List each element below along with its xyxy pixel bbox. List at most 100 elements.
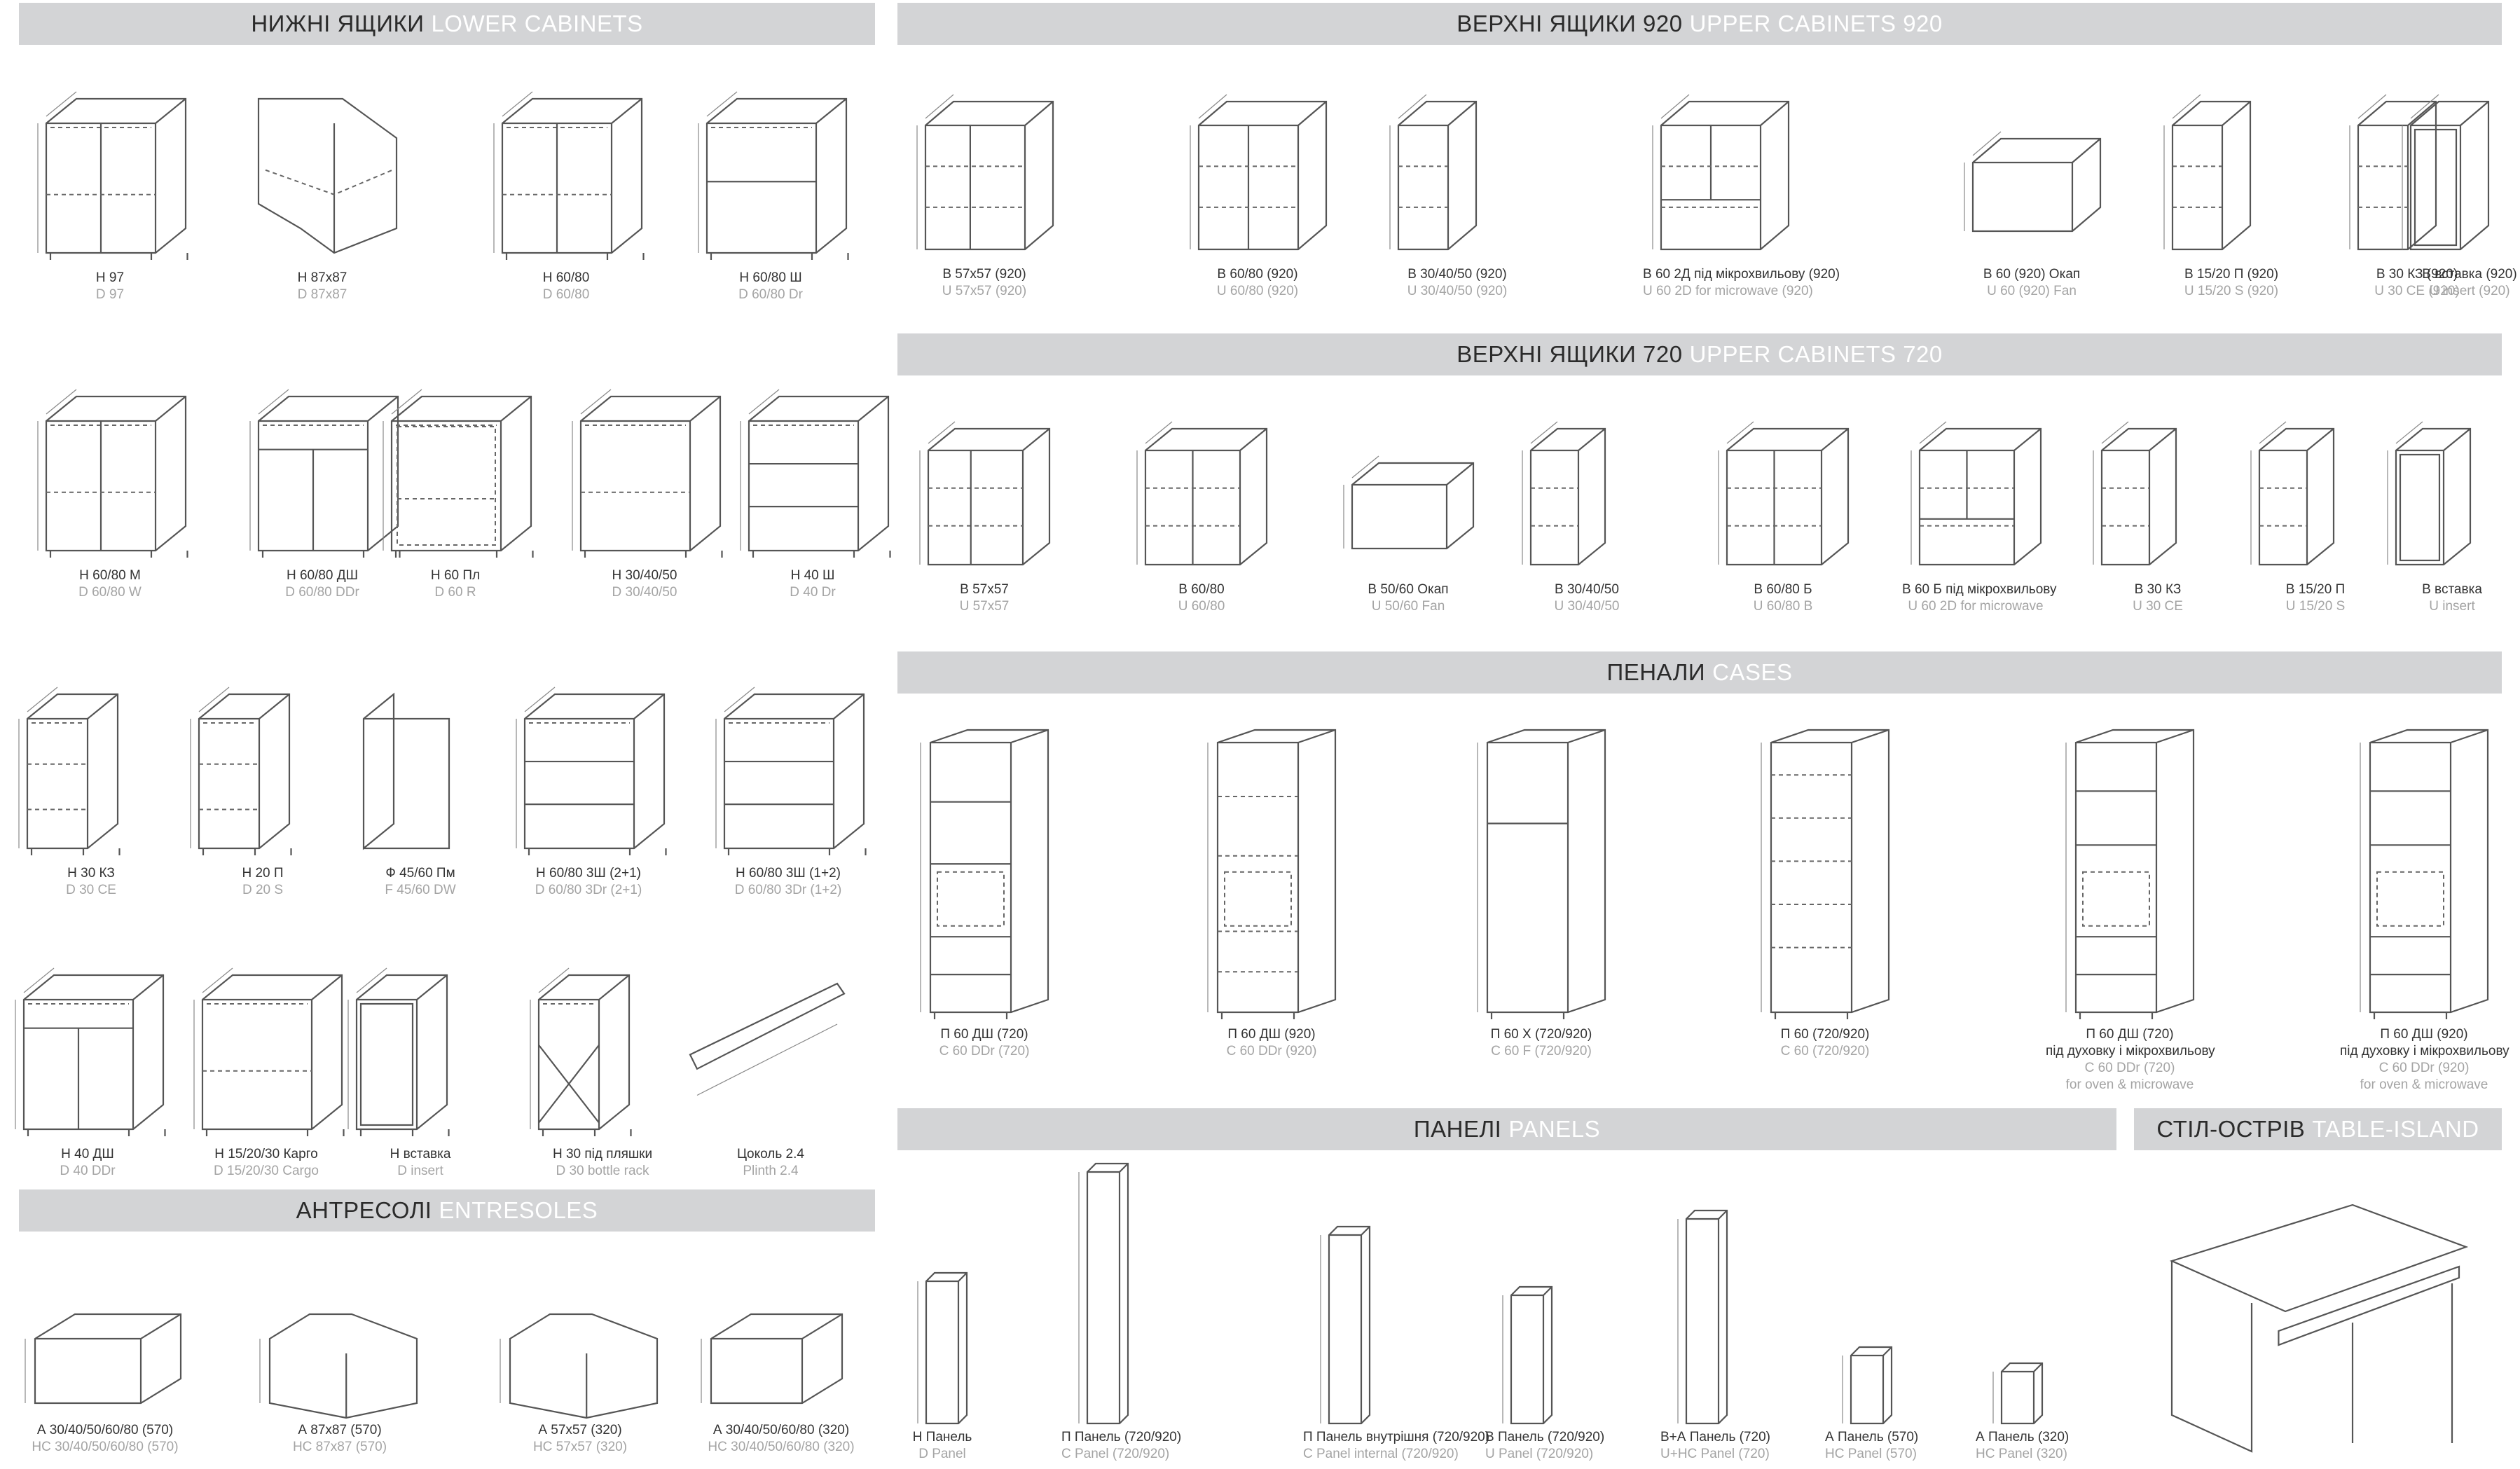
item-name-ua: П 60 Х (720/920) bbox=[1490, 1027, 1592, 1042]
item-name-en: НС 30/40/50/60/80 (320) bbox=[708, 1440, 855, 1454]
cabinet-drawing-icon bbox=[493, 91, 645, 260]
item-name-ua: В 60/80 bbox=[1178, 582, 1225, 597]
section-title-en: LOWER CABINETS bbox=[431, 11, 643, 36]
item-name-ua: П 60 ДШ (720) bbox=[2086, 1027, 2174, 1042]
item-name-ua: А Панель (320) bbox=[1976, 1430, 2070, 1444]
cabinet-drawing-icon bbox=[530, 967, 632, 1136]
item-name-en: C Panel (720/920) bbox=[1061, 1447, 1170, 1461]
upper920-item: В 30 КЗ (920)U 30 CE (920) bbox=[2340, 70, 2494, 300]
item-name-en: U 60 2D for microwave bbox=[1908, 599, 2044, 614]
item-name-ua: В+А Панель (720) bbox=[1660, 1430, 1770, 1444]
cabinet-drawing-icon bbox=[37, 91, 188, 260]
item-name-en: U 57x57 (920) bbox=[942, 284, 1027, 298]
item-name-ua: Ф 45/60 Пм bbox=[385, 866, 455, 881]
item-name-en: НС 87х87 (570) bbox=[292, 1440, 387, 1454]
item-note-en: for oven & microwave bbox=[2065, 1077, 2194, 1092]
item-name-ua: В 60 2Д під мікрохвильову (920) bbox=[1643, 267, 1840, 282]
cabinet-drawing-icon bbox=[347, 967, 450, 1136]
cabinet-drawing-icon bbox=[1992, 1362, 2044, 1425]
cabinet-drawing-icon bbox=[1320, 1225, 1371, 1425]
item-name-en: НС 57х57 (320) bbox=[532, 1440, 628, 1454]
table-island-icon bbox=[2169, 1204, 2469, 1453]
panels-item: П Панель внутрішня (720/920)C Panel inte… bbox=[1303, 1156, 1489, 1463]
item-name-en: D 60/80 W bbox=[78, 585, 142, 600]
cabinet-drawing-icon bbox=[1477, 729, 1606, 1019]
item-name-ua: Цоколь 2.4 bbox=[737, 1147, 804, 1161]
item-name-ua: В 15/20 П (920) bbox=[2184, 267, 2279, 282]
upper920-item: В 60/80 (920)U 60/80 (920) bbox=[1180, 70, 1335, 300]
item-name-ua: Н Панель bbox=[912, 1430, 972, 1444]
item-name-ua: В 57х57 bbox=[960, 582, 1009, 597]
item-name-ua: А 30/40/50/60/80 (320) bbox=[712, 1423, 850, 1437]
cabinet-drawing-icon bbox=[18, 687, 121, 855]
cabinet-drawing-icon bbox=[1522, 421, 1606, 566]
cabinet-drawing-icon bbox=[1136, 421, 1268, 566]
item-name-en: D 40 DDr bbox=[60, 1164, 116, 1178]
cabinet-drawing-icon bbox=[190, 687, 292, 855]
item-name-ua: П 60 ДШ (920) bbox=[1227, 1027, 1316, 1042]
item-name-ua: В Панель (720/920) bbox=[1485, 1430, 1605, 1444]
item-name-en: HC Panel (570) bbox=[1825, 1447, 1917, 1461]
section-title-ua: АНТРЕСОЛІ bbox=[296, 1197, 432, 1223]
item-name-ua: В 50/60 Окап bbox=[1368, 582, 1449, 597]
cabinet-drawing-icon bbox=[2360, 729, 2489, 1019]
item-name-en: D Panel bbox=[918, 1447, 966, 1461]
item-name-en: U insert (920) bbox=[2429, 284, 2510, 298]
cabinet-drawing-icon bbox=[1842, 1346, 1893, 1425]
upper920-item: В 60 2Д під мікрохвильову (920)U 60 2D f… bbox=[1643, 70, 1840, 300]
cabinet-drawing-icon bbox=[1389, 94, 1478, 251]
section-title-en: ENTRESOLES bbox=[439, 1197, 598, 1223]
item-name-ua: Н 60/80 М bbox=[79, 568, 141, 583]
section-title-ua: ПАНЕЛІ bbox=[1413, 1116, 1502, 1142]
upper720-item: В 57х57 U 57x57 bbox=[911, 399, 1058, 615]
item-name-en: D 60/80 DDr bbox=[285, 585, 359, 600]
item-name-en: U 60/80 (920) bbox=[1216, 284, 1299, 298]
item-name-en: U 30/40/50 (920) bbox=[1407, 284, 1508, 298]
cabinet-drawing-icon bbox=[193, 967, 345, 1136]
item-name-ua: В 60/80 Б bbox=[1754, 582, 1812, 597]
lower-item: Н 60/80 3Ш (2+1)D 60/80 3Dr (2+1) bbox=[504, 662, 673, 899]
entresoles-item: А 87х87 (570)НС 87х87 (570) bbox=[249, 1268, 431, 1456]
item-name-en: U 30 CE (920) bbox=[2374, 284, 2460, 298]
item-name-en: U insert bbox=[2429, 599, 2475, 614]
cabinet-drawing-icon bbox=[715, 687, 867, 855]
item-name-en: U 57x57 bbox=[959, 599, 1010, 614]
item-name-ua: Н вставка bbox=[390, 1147, 451, 1161]
item-name-ua: Н 40 ДШ bbox=[61, 1147, 114, 1161]
cabinet-drawing-icon bbox=[1910, 421, 2042, 566]
item-name-en: U 50/60 Fan bbox=[1371, 599, 1445, 614]
item-name-ua: Н 97 bbox=[95, 270, 125, 285]
item-name-ua: П 60 ДШ (720) bbox=[940, 1027, 1028, 1042]
item-name-en: Plinth 2.4 bbox=[743, 1164, 799, 1178]
section-entresoles: АНТРЕСОЛІ ENTRESOLES bbox=[19, 1189, 875, 1232]
cabinet-drawing-icon bbox=[2163, 94, 2252, 251]
cabinet-drawing-icon bbox=[1343, 455, 1475, 550]
cabinet-drawing-icon bbox=[2349, 94, 2437, 251]
item-name-ua: Н 20 П bbox=[242, 866, 284, 881]
item-name-ua: Н 60 Пл bbox=[430, 568, 481, 583]
item-name-en: D 40 Dr bbox=[790, 585, 836, 600]
item-name-ua: П Панель (720/920) bbox=[1061, 1430, 1182, 1444]
section-title-ua: НИЖНІ ЯЩИКИ bbox=[251, 11, 425, 36]
cabinet-drawing-icon bbox=[2065, 729, 2195, 1019]
cabinet-drawing-icon bbox=[1718, 421, 1850, 566]
cabinet-drawing-icon bbox=[2093, 421, 2177, 566]
item-name-en: D 30 bottle rack bbox=[556, 1164, 649, 1178]
item-name-ua: А Панель (570) bbox=[1825, 1430, 1919, 1444]
panels-item: В Панель (720/920)U Panel (720/920) bbox=[1485, 1156, 1605, 1463]
item-name-en: C 60 (720/920) bbox=[1780, 1044, 1870, 1058]
item-name-en: D 30 CE bbox=[66, 883, 116, 897]
item-name-en: U 30 CE bbox=[2133, 599, 2183, 614]
item-name-en: C Panel internal (720/920) bbox=[1303, 1447, 1459, 1461]
